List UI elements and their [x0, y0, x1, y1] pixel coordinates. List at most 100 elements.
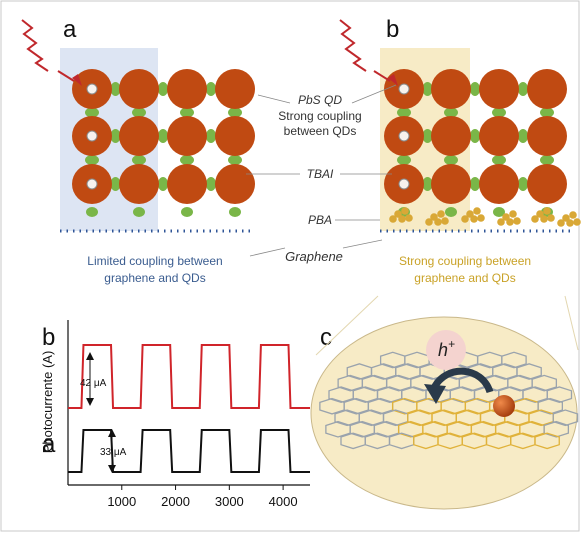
annotation-b-text: 42 μA	[80, 378, 107, 389]
qd-array-b	[384, 69, 567, 204]
carrier	[86, 178, 98, 190]
strong-coupling-label-line1: Strong coupling	[278, 109, 361, 123]
pba-molecule	[569, 211, 577, 219]
graphene-hexagon	[537, 397, 564, 415]
x-tick-label: 3000	[215, 494, 244, 509]
tbai-ligand	[158, 82, 168, 96]
panel-label-a: a	[63, 16, 77, 43]
strong-coupling-label-line2: between QDs	[284, 124, 357, 138]
ligand-links-a	[85, 82, 242, 217]
tbai-ligand	[181, 207, 193, 217]
tbai-ligand	[518, 82, 528, 96]
carrier	[86, 130, 98, 142]
pbs-qd	[119, 116, 159, 156]
tbai-label: TBAI	[307, 167, 334, 181]
tbai-ligand	[180, 155, 194, 165]
pbs-qd	[431, 164, 471, 204]
graphene-hexagon	[501, 351, 527, 369]
graphene-hexagon	[546, 386, 573, 404]
tbai-ligand	[206, 82, 216, 96]
ligand-links-b	[397, 82, 554, 217]
pbs-qd-label: PbS QD	[298, 93, 342, 107]
tbai-ligand	[540, 107, 554, 118]
tbai-ligand	[85, 155, 99, 165]
tbai-ligand	[518, 177, 528, 191]
qd-sphere	[493, 395, 515, 417]
leader-lines	[246, 84, 397, 257]
pba-molecule	[509, 210, 517, 218]
caption-limited-line2: graphene and QDs	[104, 271, 205, 285]
tbai-ligand	[492, 107, 506, 118]
tbai-ligand	[206, 177, 216, 191]
tbai-ligand	[493, 207, 505, 217]
graphene-hexagon	[543, 420, 570, 438]
pbs-qd	[119, 69, 159, 109]
pba-molecule	[389, 215, 397, 223]
tbai-ligand	[492, 155, 506, 165]
tbai-ligand	[180, 107, 194, 118]
series-lines	[68, 344, 310, 473]
tbai-ligand	[397, 107, 411, 118]
tbai-ligand	[133, 207, 145, 217]
pba-molecule	[557, 219, 565, 227]
pbs-qd	[119, 164, 159, 204]
pbs-qd	[479, 116, 519, 156]
pba-molecule	[470, 215, 478, 223]
series-line-b	[68, 344, 310, 409]
tbai-ligand	[86, 207, 98, 217]
annotation-b: 42 μA	[80, 352, 107, 406]
x-tick-label: 4000	[269, 494, 298, 509]
caption-limited-line1: Limited coupling between	[87, 254, 222, 268]
pba-molecule	[573, 218, 581, 226]
carrier	[398, 83, 410, 95]
chart-panel-label-b: b	[42, 324, 55, 351]
pba-molecule	[401, 207, 409, 215]
pba-molecule	[441, 217, 449, 225]
tbai-ligand	[229, 207, 241, 217]
tbai-ligand	[110, 129, 121, 143]
tbai-ligand	[444, 107, 458, 118]
graphene-hexagon	[516, 363, 542, 380]
carrier	[398, 178, 410, 190]
pba-molecule	[506, 218, 514, 226]
pbs-qd	[167, 116, 207, 156]
panel-label-b: b	[386, 16, 399, 43]
x-tick-label: 1000	[107, 494, 136, 509]
transfer-arrow	[430, 367, 494, 394]
zoom-line-left	[315, 295, 379, 356]
pba-molecule	[461, 215, 469, 223]
tbai-ligand	[470, 82, 480, 96]
series-line-a	[68, 429, 310, 473]
pbs-qd	[527, 164, 567, 204]
pba-molecule	[531, 215, 539, 223]
annotation-a: 33 μA	[100, 429, 127, 473]
pbs-qd	[527, 69, 567, 109]
tbai-ligand	[397, 155, 411, 165]
carrier	[86, 83, 98, 95]
tbai-ligand	[206, 129, 216, 143]
pba-molecule	[398, 215, 406, 223]
y-axis-label: Photocurrente (A)	[40, 351, 55, 454]
tbai-ligand	[132, 155, 146, 165]
caption-strong-line1: Strong coupling between	[399, 254, 531, 268]
pba-molecule	[547, 214, 555, 222]
tbai-ligand	[422, 177, 433, 191]
pbs-qd	[479, 164, 519, 204]
pba-label: PBA	[308, 213, 332, 227]
tbai-ligand	[132, 107, 146, 118]
pba-molecule	[540, 215, 548, 223]
pba-molecule	[437, 210, 445, 218]
pbs-qd	[431, 69, 471, 109]
hole-bubble	[426, 330, 466, 370]
chart-panel-label-a: a	[42, 431, 56, 458]
pbs-qd	[215, 69, 255, 109]
tbai-ligand	[110, 82, 121, 96]
tbai-ligand	[422, 129, 433, 143]
tbai-ligand	[85, 107, 99, 118]
graphene-hexagon	[534, 432, 560, 450]
pba-molecule	[543, 207, 551, 215]
